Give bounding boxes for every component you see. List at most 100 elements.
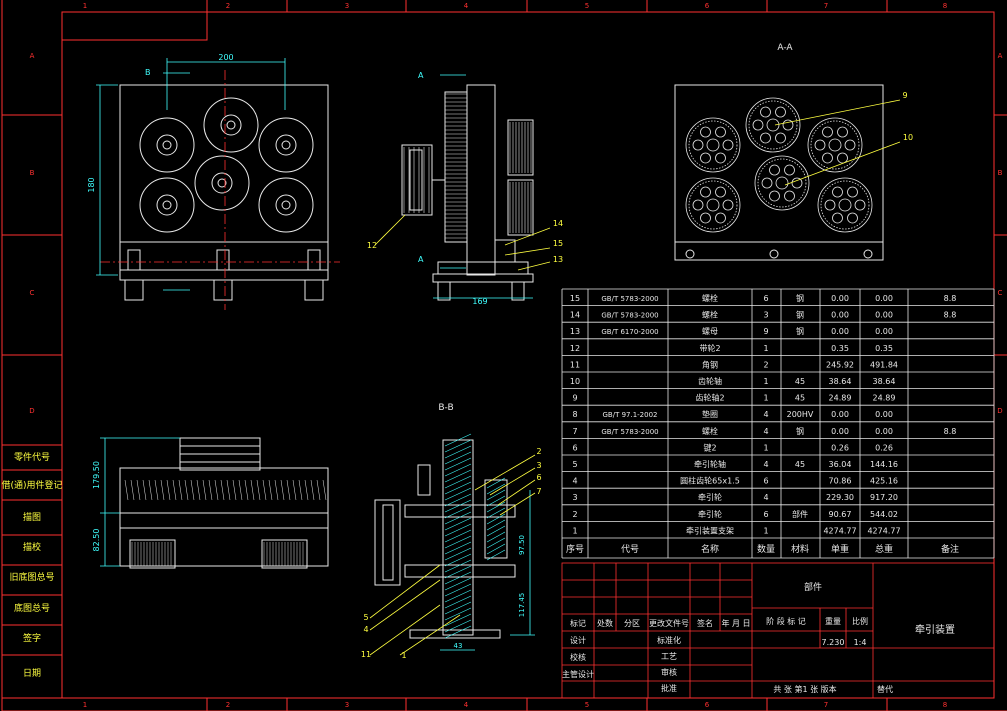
- zone-bottom-1: 1: [83, 701, 87, 709]
- bom-row: 11 角钢 2 245.92 491.84: [570, 359, 898, 369]
- bom-cell: 45: [795, 394, 805, 403]
- section-bb-callouts: [369, 454, 536, 656]
- bom-cell: 144.16: [870, 460, 898, 469]
- bom-cell: 2: [763, 360, 768, 369]
- zone-right-B: B: [998, 169, 1003, 177]
- bom-cell: 角钢: [702, 359, 718, 369]
- zone-right-D: D: [997, 407, 1002, 415]
- bom-cell: 0.35: [831, 344, 849, 353]
- section-aa-title: A-A: [777, 43, 793, 53]
- front-view-dim-bottom: 82.50: [92, 529, 101, 552]
- section-bb-dim-1: 97.50: [518, 535, 526, 555]
- zone-bottom-6: 6: [705, 701, 710, 709]
- bom-cell: 5: [572, 460, 577, 469]
- stage-header-2: 比例: [852, 616, 868, 626]
- part-label: 部件: [804, 581, 822, 593]
- bom-cell: 1: [572, 526, 577, 535]
- side-view-dim-width: 169: [472, 297, 487, 306]
- bom-header-0: 序号: [566, 543, 584, 555]
- section-bb-hatch: [444, 433, 506, 639]
- bom-cell: 0.26: [875, 443, 893, 452]
- gear: [685, 177, 741, 233]
- zone-top-7: 7: [824, 2, 828, 10]
- side-view-teeth: [403, 93, 532, 239]
- callout-2: 2: [536, 447, 541, 456]
- bom-cell: 11: [570, 360, 580, 369]
- bom-cell: 螺栓: [702, 426, 718, 436]
- bom-cell: GB/T 5783-2000: [601, 428, 658, 436]
- callout-11: 11: [361, 650, 371, 659]
- zone-top-5: 5: [585, 2, 589, 10]
- section-bb-dim-2: 117.45: [518, 593, 526, 618]
- bom-cell: 圆柱齿轮65x1.5: [680, 476, 740, 486]
- rev-header-1: 处数: [597, 618, 613, 628]
- role2-0: 标准化: [657, 635, 681, 645]
- bom-cell: 牵引装置支架: [686, 525, 734, 535]
- bom-cell: GB/T 97.1-2002: [602, 411, 657, 419]
- bom-header-2: 名称: [701, 543, 719, 555]
- rev-header-2: 分区: [624, 619, 640, 628]
- bom-cell: 1: [763, 526, 768, 535]
- bom-cell: 425.16: [870, 477, 898, 486]
- rev-header-3: 更改文件号: [649, 618, 689, 628]
- bom-cell: 齿轮轴2: [695, 393, 724, 403]
- rev-header-4: 签名: [697, 618, 713, 628]
- bom-cell: 544.02: [870, 510, 898, 519]
- bom-header-6: 总重: [875, 543, 893, 555]
- bom-cell: 0.00: [875, 311, 893, 320]
- bom-cell: 0.35: [875, 344, 893, 353]
- section-aa-gears: [685, 97, 873, 233]
- stage-header-0: 阶 段 标 记: [766, 616, 806, 626]
- callout-13: 13: [553, 255, 563, 264]
- gear: [817, 177, 873, 233]
- zone-bottom-4: 4: [464, 701, 469, 709]
- sheet-info: 共 张 第1 张 版本: [773, 684, 836, 694]
- bom-cell: 0.00: [831, 427, 849, 436]
- bom-cell: 45: [795, 460, 805, 469]
- side-view: [401, 84, 534, 301]
- zone-left-D: D: [29, 407, 34, 415]
- bom-header-3: 数量: [757, 543, 775, 555]
- zone-top-3: 3: [345, 2, 349, 10]
- callout-10: 10: [903, 133, 913, 142]
- bom-cell: 带轮2: [699, 343, 720, 353]
- section-bb-title: B-B: [438, 403, 453, 413]
- bom-cell: 245.92: [826, 360, 854, 369]
- side-table-label: 描图: [23, 511, 41, 523]
- bom-cell: 4274.77: [823, 526, 856, 535]
- role-2: 主管设计: [562, 669, 594, 679]
- bom-cell: 0.00: [831, 327, 849, 336]
- role2-2: 审核: [661, 667, 677, 677]
- bom-cell: 90.67: [829, 510, 852, 519]
- side-table-top: 零件代号: [14, 451, 50, 463]
- side-view-section-mark-bottom: A: [418, 255, 424, 264]
- bom-cell: 部件: [792, 509, 808, 519]
- zone-left-C: C: [30, 289, 35, 297]
- callout-6: 6: [536, 473, 541, 482]
- callout-1: 1: [401, 651, 406, 660]
- bom-cell: 10: [570, 377, 580, 386]
- bom-cell: 4: [572, 477, 577, 486]
- side-view-section-mark-top: A: [418, 71, 424, 80]
- bom-cell: 4: [763, 427, 768, 436]
- front-view-dims: [100, 437, 180, 567]
- bom-cell: 491.84: [870, 360, 898, 369]
- callout-5: 5: [363, 613, 368, 622]
- rev-header-5: 年 月 日: [721, 618, 750, 628]
- bom-cell: 12: [570, 344, 580, 353]
- bom-cell: 24.89: [829, 394, 852, 403]
- bom-cell: 0.00: [875, 427, 893, 436]
- bom-cell: 8.8: [944, 427, 957, 436]
- side-table-label: 底图总号: [14, 602, 50, 614]
- bom-cell: 钢: [796, 293, 804, 303]
- bom-cell: 1: [763, 344, 768, 353]
- zone-top-1: 1: [83, 2, 87, 10]
- bom-cell: 200HV: [787, 410, 814, 419]
- bom-cell: 4: [763, 410, 768, 419]
